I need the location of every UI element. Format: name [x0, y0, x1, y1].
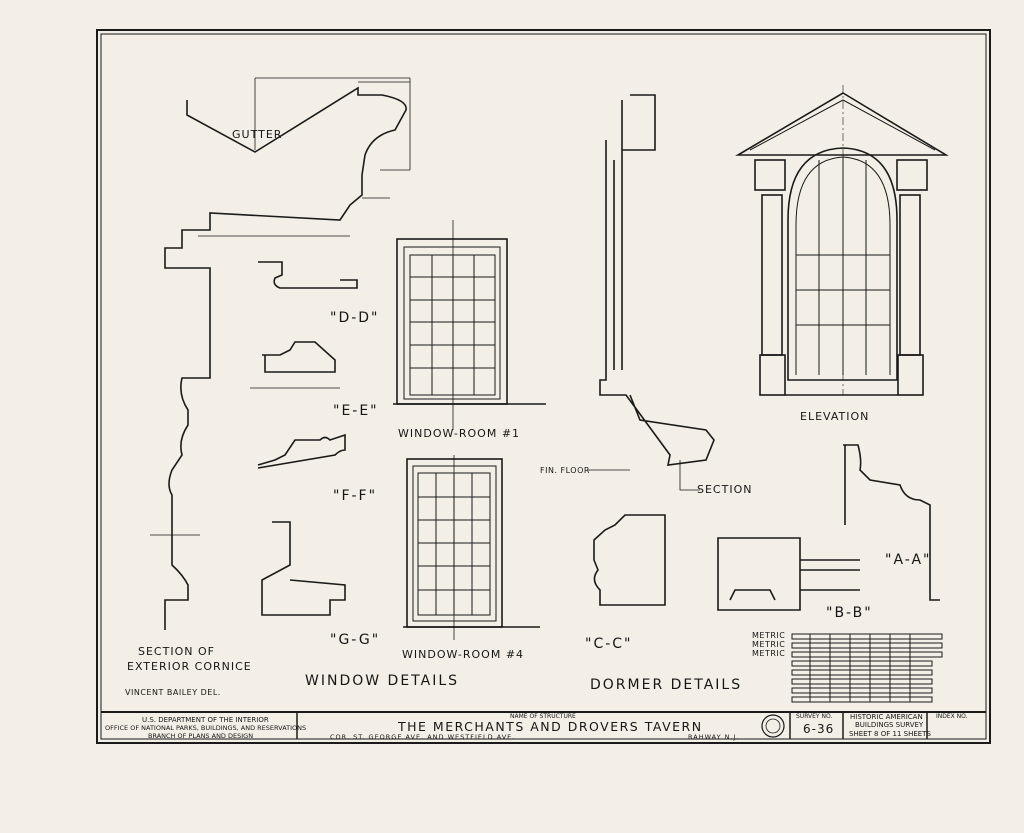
- structure-city: RAHWAY N.J.: [688, 733, 740, 741]
- detail-cc-label: "C-C": [585, 636, 633, 652]
- detail-gg: [261, 521, 346, 616]
- detail-bb: [717, 537, 860, 611]
- survey-no-label: SURVEY NO.: [796, 713, 833, 720]
- structure-name: THE MERCHANTS AND DROVERS TAVERN: [398, 719, 703, 734]
- elevation-label: ELEVATION: [800, 410, 870, 423]
- scale-metric-1: METRIC: [752, 631, 786, 640]
- survey-seal: [761, 714, 785, 738]
- detail-ff: [257, 433, 346, 469]
- detail-aa: [843, 444, 940, 601]
- habs-line-1: HISTORIC AMERICAN: [850, 713, 923, 721]
- detail-aa-label: "A-A": [885, 552, 932, 568]
- section-cornice-label-1: SECTION OF: [138, 645, 215, 658]
- agency-line-1: U.S. DEPARTMENT OF THE INTERIOR: [142, 716, 269, 724]
- window-room-1-drawing: [393, 220, 546, 430]
- section-label: SECTION: [697, 483, 753, 496]
- dormer-section-profile: [599, 94, 715, 466]
- detail-ee-label: "E-E": [333, 403, 379, 419]
- window-details-title: WINDOW DETAILS: [305, 673, 460, 689]
- agency-line-3: BRANCH OF PLANS AND DESIGN: [148, 732, 254, 740]
- detail-gg-label: "G-G": [330, 632, 381, 648]
- section-cornice-label-2: EXTERIOR CORNICE: [127, 660, 252, 673]
- graphic-scales: [791, 633, 943, 703]
- scale-metric-2: METRIC: [752, 640, 786, 649]
- inner-border: [100, 33, 987, 740]
- detail-ee: [262, 341, 336, 373]
- window-room-1-label: WINDOW-ROOM #1: [398, 427, 521, 440]
- structure-name-label: NAME OF STRUCTURE: [510, 713, 576, 720]
- exterior-cornice-profile: [164, 86, 407, 630]
- detail-bb-label: "B-B": [826, 605, 873, 621]
- dormer-details-title: DORMER DETAILS: [590, 677, 743, 693]
- detail-ff-label: "F-F": [333, 488, 378, 504]
- dormer-elevation-drawing: [735, 85, 949, 396]
- title-block-lines: [101, 711, 986, 739]
- index-no-label: INDEX NO.: [936, 713, 968, 720]
- scale-metric-3: METRIC: [752, 649, 786, 658]
- cornice-dimension-lines: [150, 77, 411, 536]
- outer-border: [96, 29, 991, 744]
- detail-dd: [258, 261, 358, 289]
- detail-dd-label: "D-D": [330, 310, 380, 326]
- gutter-label: GUTTER: [232, 128, 283, 141]
- fin-floor-label: FIN. FLOOR: [540, 466, 590, 475]
- window-room-4-label: WINDOW-ROOM #4: [402, 648, 525, 661]
- habs-line-2: BUILDINGS SURVEY: [855, 721, 924, 729]
- sheet-number: SHEET 8 OF 11 SHEETS: [849, 730, 931, 738]
- structure-address: COR. ST. GEORGE AVE. AND WESTFIELD AVE.: [330, 733, 516, 741]
- survey-number: 6-36: [803, 722, 835, 736]
- window-room-4-drawing: [403, 455, 540, 640]
- agency-line-2: OFFICE OF NATIONAL PARKS, BUILDINGS, AND…: [105, 724, 307, 732]
- delineator-credit: VINCENT BAILEY DEL.: [125, 688, 221, 697]
- detail-cc: [593, 514, 666, 606]
